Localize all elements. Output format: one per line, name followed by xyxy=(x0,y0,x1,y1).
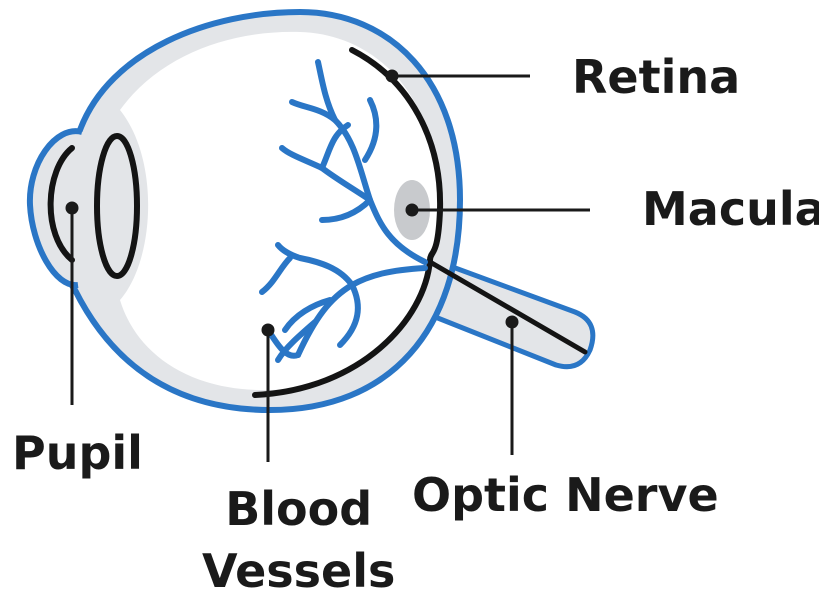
blood-vessels-label-line2: Vessels xyxy=(202,540,395,602)
optic-nerve-label: Optic Nerve xyxy=(412,472,719,518)
pupil-label: Pupil xyxy=(12,430,143,476)
retina-label: Retina xyxy=(572,54,740,100)
blood-vessels-label: Blood Vessels xyxy=(202,478,395,602)
macula-label: Macula xyxy=(642,186,819,232)
blood-vessels-label-line1: Blood xyxy=(202,478,395,540)
